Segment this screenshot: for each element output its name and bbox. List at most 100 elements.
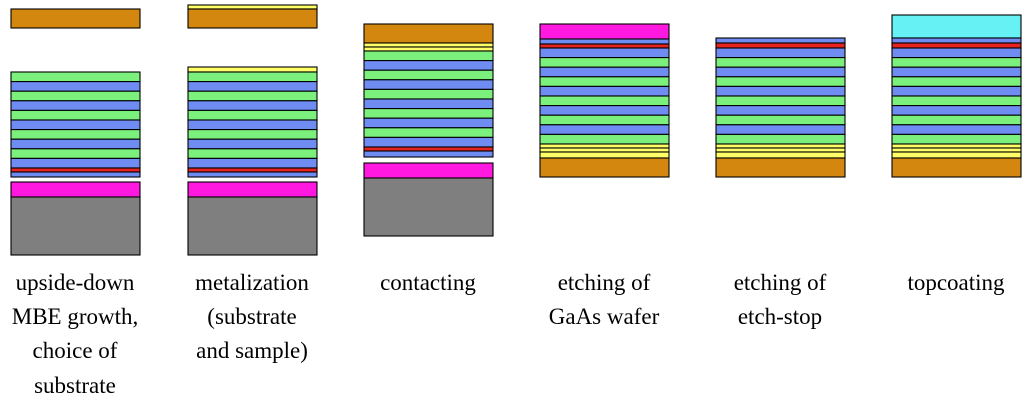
caption-etching-wafer-line-1: etching of: [558, 270, 651, 295]
green-layer: [363, 127, 494, 138]
caption-topcoating-line-1: topcoating: [907, 270, 1005, 295]
blue-layer: [539, 66, 670, 78]
blue-layer: [891, 105, 1022, 116]
caption-upside-down-growth-line-3: choice of: [33, 338, 118, 363]
blue-layer: [363, 136, 494, 148]
green-layer: [363, 50, 494, 62]
green-layer: [187, 71, 318, 83]
caption-upside-down-growth-line-2: MBE growth,: [12, 304, 139, 329]
yellow-metal-layer: [539, 147, 670, 153]
caption-etching-etch-stop-line-2: etch-stop: [738, 304, 822, 329]
stack-contacting: [363, 23, 494, 237]
yellow-metal-layer: [891, 143, 1022, 149]
blue-layer: [187, 171, 318, 178]
gray-substrate: [187, 196, 318, 256]
gray-substrate: [363, 177, 494, 237]
blue-layer: [187, 138, 318, 150]
yellow-metal-layer: [891, 147, 1022, 153]
caption-metalization-line-3: and sample): [196, 338, 308, 363]
green-layer: [891, 95, 1022, 107]
magenta-layer: [187, 181, 318, 198]
blue-layer: [10, 171, 141, 178]
blue-layer: [363, 79, 494, 90]
blue-layer: [891, 37, 1022, 44]
caption-upside-down-growth-line-4: substrate: [34, 373, 116, 398]
yellow-metal-layer: [715, 151, 846, 159]
caption-etching-etch-stop-line-1: etching of: [734, 270, 827, 295]
blue-layer: [363, 98, 494, 110]
red-layer: [715, 42, 846, 49]
caption-etching-wafer-line-2: GaAs wafer: [549, 304, 660, 329]
blue-layer: [363, 60, 494, 71]
green-layer: [539, 57, 670, 68]
green-layer: [539, 95, 670, 107]
green-layer: [891, 133, 1022, 145]
red-layer: [891, 42, 1022, 49]
caption-upside-down-growth-line-1: upside-down: [16, 270, 135, 295]
green-layer: [539, 76, 670, 87]
blue-layer: [10, 138, 141, 150]
gold-contact-plate: [539, 157, 670, 178]
green-layer: [10, 129, 141, 140]
green-layer: [891, 76, 1022, 87]
gold-contact-plate: [363, 23, 494, 44]
blue-layer: [715, 85, 846, 97]
green-layer: [715, 95, 846, 107]
blue-layer: [715, 105, 846, 116]
gray-substrate: [10, 196, 141, 256]
green-layer: [363, 108, 494, 119]
green-layer: [187, 109, 318, 121]
green-layer: [715, 133, 846, 145]
blue-layer: [187, 100, 318, 111]
blue-layer: [715, 66, 846, 78]
blue-layer: [891, 124, 1022, 135]
green-layer: [10, 109, 141, 121]
cyan-topcoat-layer: [891, 14, 1022, 39]
blue-layer: [891, 85, 1022, 97]
blue-layer: [187, 81, 318, 92]
red-layer: [187, 167, 318, 173]
blue-layer: [10, 100, 141, 111]
gold-contact-plate: [10, 8, 141, 29]
yellow-metal-layer: [539, 143, 670, 149]
yellow-metal-layer: [363, 42, 494, 48]
blue-layer: [539, 47, 670, 59]
red-layer: [539, 43, 670, 49]
red-layer: [10, 167, 141, 173]
magenta-layer: [363, 162, 494, 179]
blue-layer: [10, 157, 141, 169]
green-layer: [187, 90, 318, 102]
blue-layer: [715, 47, 846, 59]
green-layer: [891, 57, 1022, 68]
stack-topcoating: [891, 14, 1022, 178]
green-layer: [891, 114, 1022, 126]
green-layer: [10, 71, 141, 83]
green-layer: [715, 57, 846, 68]
green-layer: [539, 114, 670, 126]
caption-metalization-line-1: metalization: [195, 270, 309, 295]
magenta-layer: [539, 23, 670, 40]
blue-layer: [187, 119, 318, 131]
blue-layer: [891, 47, 1022, 59]
yellow-metal-layer: [891, 151, 1022, 159]
yellow-metal-layer: [187, 66, 318, 73]
green-layer: [10, 90, 141, 102]
green-layer: [715, 76, 846, 87]
green-layer: [363, 69, 494, 81]
yellow-metal-layer: [715, 147, 846, 153]
caption-metalization-line-2: (substrate: [207, 304, 296, 329]
blue-layer: [539, 105, 670, 116]
blue-layer: [891, 66, 1022, 78]
caption-contacting-line-1: contacting: [380, 270, 476, 295]
blue-layer: [10, 81, 141, 92]
blue-layer: [539, 38, 670, 45]
yellow-metal-layer: [539, 151, 670, 159]
blue-layer: [715, 37, 846, 44]
red-layer: [363, 146, 494, 152]
green-layer: [10, 148, 141, 159]
yellow-metal-layer: [363, 46, 494, 52]
yellow-metal-layer: [187, 4, 318, 10]
gold-contact-plate: [187, 8, 318, 29]
blue-layer: [10, 119, 141, 131]
